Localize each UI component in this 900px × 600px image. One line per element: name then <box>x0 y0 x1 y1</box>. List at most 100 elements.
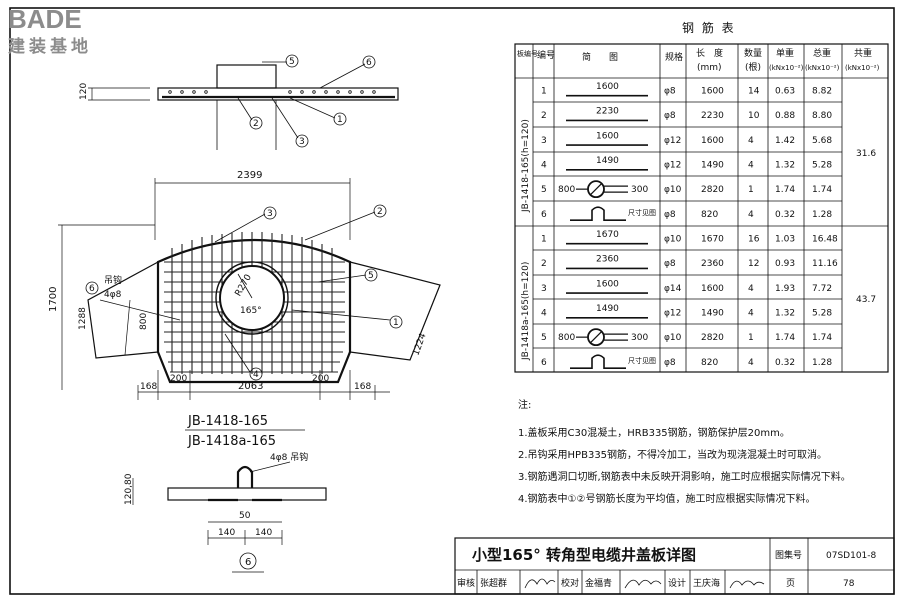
notes-heading: 注: <box>518 398 531 411</box>
table-row-1-2-spec: φ8 <box>664 111 676 121</box>
table-row-1-1-total-weight: 8.82 <box>812 86 832 96</box>
table-row-2-2-length: 2360 <box>701 259 724 269</box>
table-row-1-2-no: 2 <box>541 111 547 121</box>
table-row-1-4-spec: φ12 <box>664 160 681 170</box>
table-row-1-5-sketch-label: 800 <box>558 185 575 195</box>
review-label: 审核 <box>457 577 475 589</box>
rebar-dots <box>168 90 376 94</box>
table-row-2-5-total-weight: 1.74 <box>812 333 832 343</box>
dim-bottom-200-left: 200 <box>170 374 187 384</box>
plan-callout-1: 1 <box>393 318 399 328</box>
table-row-2-2-spec: φ8 <box>664 259 676 269</box>
table-row-2-6-sketch-label: 尺寸见图 <box>628 356 656 365</box>
table-row-2-2-unit-weight: 0.93 <box>775 259 795 269</box>
dim-bottom-168-right: 168 <box>354 382 371 392</box>
table-row-2-4-total-weight: 5.28 <box>812 308 832 318</box>
table-row-2-1-sketch-label: 1670 <box>596 230 619 240</box>
logo-subtitle: 建装基地 <box>8 36 92 56</box>
atlas-number: 07SD101-8 <box>826 551 877 561</box>
group-sum-1: 31.6 <box>856 149 876 159</box>
callout-5: 5 <box>289 57 295 67</box>
plan-callout-3: 3 <box>267 209 273 219</box>
logo-brand: BADE <box>8 4 82 34</box>
table-row-1-5-sketch-label2: 300 <box>631 185 648 195</box>
sheet-frame <box>9 7 895 595</box>
dim-inner-800: 800 <box>139 313 149 330</box>
table-row-1-2-sketch-label: 2230 <box>596 107 619 117</box>
dim-bottom-168-left: 168 <box>140 382 157 392</box>
table-row-2-2-count: 12 <box>748 259 759 269</box>
table-row-1-1-length: 1600 <box>701 86 724 96</box>
table-row-1-6-unit-weight: 0.32 <box>775 210 795 220</box>
hdr-sum-weight: 共重 <box>854 47 872 59</box>
plan-view: 2399 1700 R270 165° <box>48 170 441 400</box>
table-row-2-5-length: 2820 <box>701 333 724 343</box>
table-row-2-4-unit-weight: 1.32 <box>775 308 795 318</box>
group-label-1: JB-1418-165(h=120) <box>521 119 531 213</box>
table-row-2-3-sketch-label: 1600 <box>596 279 619 289</box>
hdr-length: 长 度 <box>696 47 723 59</box>
design-label: 设计 <box>668 577 686 589</box>
table-row-1-1-unit-weight: 0.63 <box>775 86 795 96</box>
table-row-1-5-sketch-legs <box>604 185 628 193</box>
table-row-1-4-no: 4 <box>541 160 547 170</box>
group-sum-2: 43.7 <box>856 295 876 305</box>
table-row-2-6-no: 6 <box>541 358 547 368</box>
table-row-2-3-length: 1600 <box>701 284 724 294</box>
detail-dim-140-left: 140 <box>218 528 235 538</box>
rebar-grid <box>164 232 345 374</box>
table-row-1-6-count: 4 <box>748 210 754 220</box>
table-row-1-6-no: 6 <box>541 210 547 220</box>
table-row-2-6-spec: φ8 <box>664 358 676 368</box>
hdr-plate: 板编号 <box>517 49 538 58</box>
table-row-2-6-length: 820 <box>701 358 718 368</box>
table-row-2-3-unit-weight: 1.93 <box>775 284 795 294</box>
table-row-1-2-count: 10 <box>748 111 760 121</box>
table-row-1-3-unit-weight: 1.42 <box>775 136 795 146</box>
table-row-2-6-sketch-hook <box>570 354 626 369</box>
table-row-1-1-count: 14 <box>748 86 760 96</box>
table-row-1-2-unit-weight: 0.88 <box>775 111 795 121</box>
table-row-2-1-spec: φ10 <box>664 234 682 244</box>
dim-left-side: 1288 <box>78 307 88 330</box>
check-name: 金福青 <box>585 577 612 589</box>
hdr-spec: 规格 <box>665 51 683 63</box>
table-row-1-3-no: 3 <box>541 136 547 146</box>
table-row-1-6-total-weight: 1.28 <box>812 210 832 220</box>
table-row-2-5-sketch-legs <box>604 333 628 341</box>
table-row-2-6-unit-weight: 0.32 <box>775 358 795 368</box>
drawing-title-1: JB-1418-165 <box>187 414 268 429</box>
note-1: 1.盖板采用C30混凝土，HRB335钢筋，钢筋保护层20mm。 <box>518 426 790 439</box>
table-row-1-5-count: 1 <box>748 185 754 195</box>
notes: 注: 1.盖板采用C30混凝土，HRB335钢筋，钢筋保护层20mm。 2.吊钩… <box>518 398 851 505</box>
table-row-2-1-total-weight: 16.48 <box>812 234 838 244</box>
table-row-1-4-sketch-label: 1490 <box>596 156 619 166</box>
table-row-1-4-count: 4 <box>748 160 754 170</box>
page-number: 78 <box>843 579 855 589</box>
design-signature <box>729 580 765 589</box>
table-row-2-4-spec: φ12 <box>664 308 681 318</box>
hdr-sketch: 简 图 <box>582 51 618 63</box>
plan-callout-6: 6 <box>89 284 95 294</box>
table-row-1-3-sketch-label: 1600 <box>596 131 619 141</box>
table-row-1-6-sketch-hook <box>570 206 626 221</box>
atlas-label: 图集号 <box>775 549 802 561</box>
table-row-1-6-spec: φ8 <box>664 210 676 220</box>
detail-marker: 6 <box>245 557 251 568</box>
note-2: 2.吊钩采用HPB335钢筋，不得冷加工，当改为现浇混凝土时可取消。 <box>518 448 827 461</box>
plan-callout-5: 5 <box>368 271 374 281</box>
rebar-table: 钢 筋 表 板编号 编号 简 图 规格 长 度 (m <box>514 20 889 373</box>
detail-dim-slab: 120,80 <box>124 473 134 505</box>
check-label: 校对 <box>561 577 579 589</box>
section-dim-120: 120 <box>79 83 89 100</box>
table-row-2-4-length: 1490 <box>701 308 724 318</box>
title-block: 小型165° 转角型电缆井盖板详图 图集号 07SD101-8 审核 张超群 校… <box>454 537 895 595</box>
detail-dim-140-right: 140 <box>255 528 272 538</box>
callout-2: 2 <box>253 119 259 129</box>
group-label-2: JB-1418a-165(h=120) <box>521 262 531 361</box>
table-row-2-5-sketch-label: 800 <box>558 333 575 343</box>
detail-dim-50: 50 <box>239 511 251 521</box>
left-wing <box>87 261 159 359</box>
